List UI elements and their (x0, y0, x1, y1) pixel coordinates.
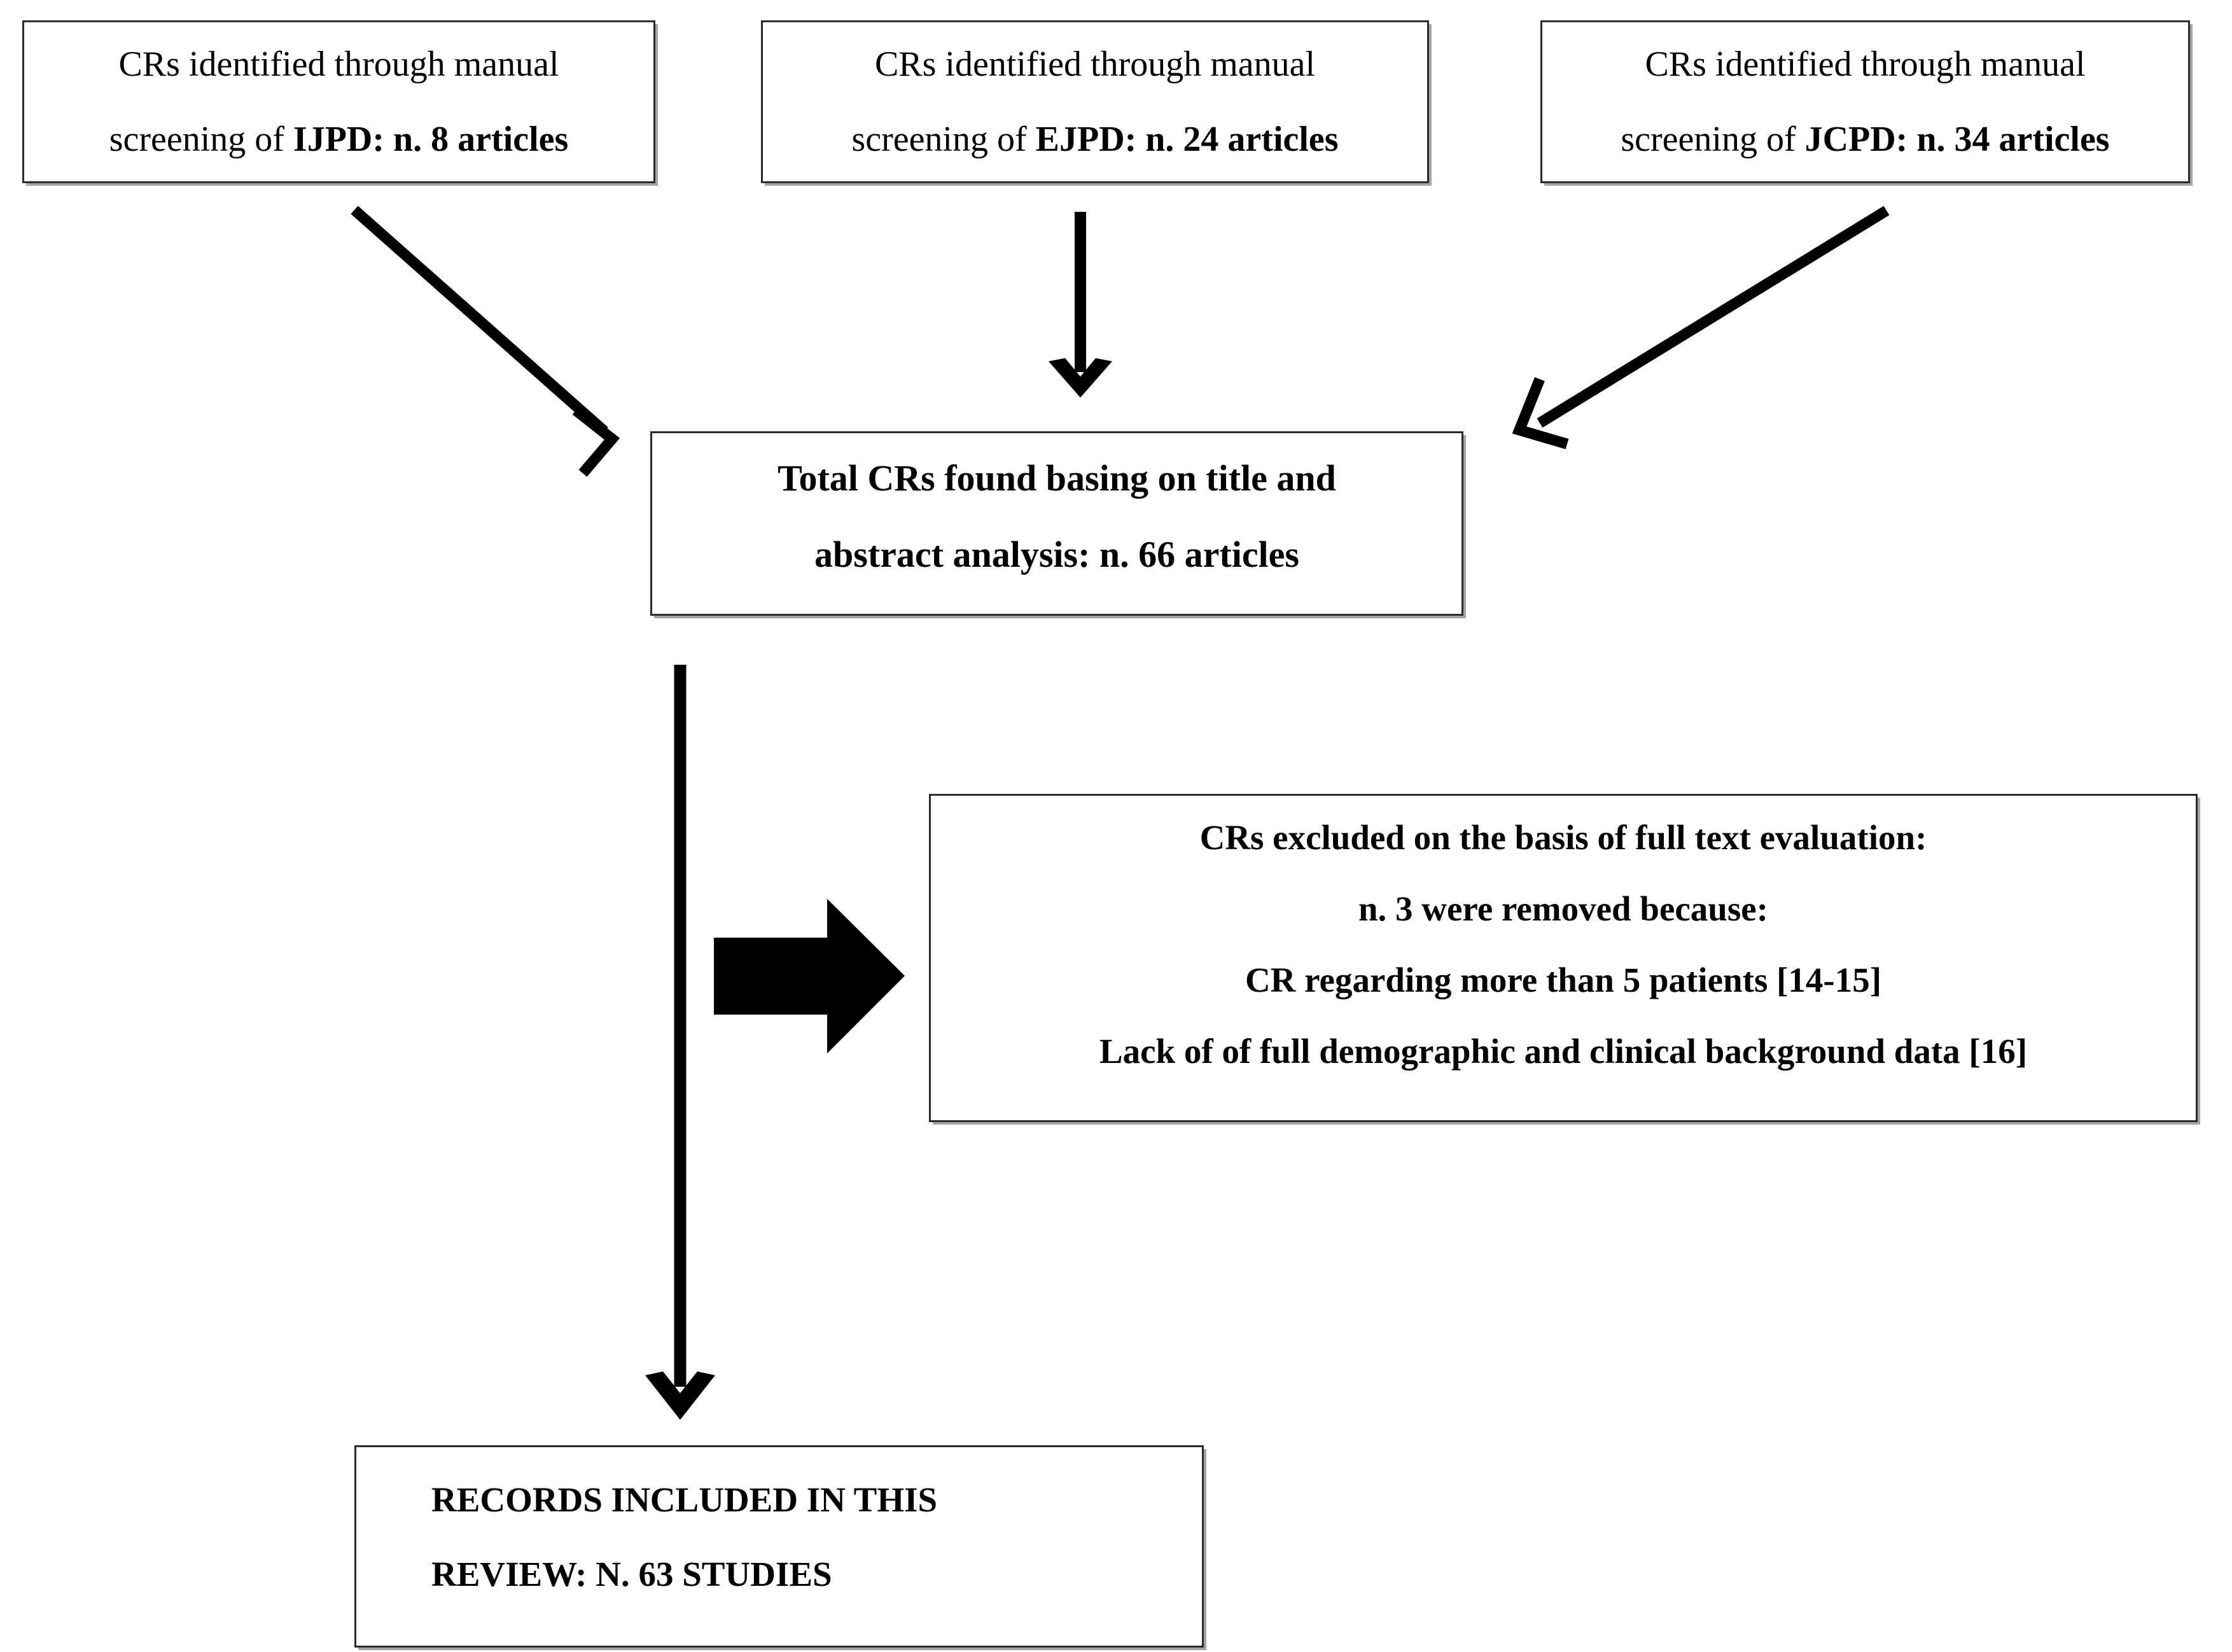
box-excluded-line-1: CRs excluded on the basis of full text e… (1199, 818, 1927, 857)
arrow-total-to-included (645, 665, 715, 1420)
box-included-records: RECORDS INCLUDED IN THIS REVIEW: N. 63 S… (354, 1445, 1204, 1648)
box-ijpd-line-2-prefix: screening of (109, 120, 293, 159)
box-jcpd-line-1: CRs identified through manual (1645, 45, 2086, 84)
box-excluded-line-4: Lack of of full demographic and clinical… (1099, 1032, 2028, 1071)
block-arrow-to-excluded (714, 899, 905, 1053)
arrow-jcpd-to-total (1512, 205, 1890, 450)
box-jcpd-source: CRs identified through manual screening … (1540, 20, 2190, 183)
box-excluded-records: CRs excluded on the basis of full text e… (929, 794, 2198, 1122)
box-included-line-2: REVIEW: N. 63 STUDIES (431, 1555, 832, 1593)
box-ijpd-source: CRs identified through manual screening … (22, 20, 655, 183)
box-jcpd-line-2-prefix: screening of (1621, 120, 1805, 159)
arrow-ijpd-to-total (351, 205, 620, 477)
box-total-found: Total CRs found basing on title and abst… (650, 431, 1463, 616)
box-ejpd-source: CRs identified through manual screening … (761, 20, 1429, 183)
box-included-line-1: RECORDS INCLUDED IN THIS (431, 1480, 938, 1519)
box-jcpd-line-2: screening of JCPD: n. 34 articles (1542, 121, 2188, 157)
box-total-line-1: Total CRs found basing on title and (778, 457, 1336, 499)
box-excluded-line-3: CR regarding more than 5 patients [14-15… (1245, 961, 1882, 999)
arrow-ejpd-to-total (1049, 212, 1112, 398)
box-ijpd-line-2-emphasis: IJPD: n. 8 articles (293, 120, 569, 159)
box-ejpd-line-1: CRs identified through manual (874, 45, 1316, 84)
box-total-line-2: abstract analysis: n. 66 articles (814, 534, 1299, 575)
box-jcpd-line-2-emphasis: JCPD: n. 34 articles (1804, 120, 2110, 159)
box-ejpd-line-2-emphasis: EJPD: n. 24 articles (1035, 120, 1339, 159)
box-ijpd-line-2: screening of IJPD: n. 8 articles (24, 121, 653, 157)
box-ejpd-line-2-prefix: screening of (851, 120, 1036, 159)
box-excluded-line-2: n. 3 were removed because: (1358, 889, 1769, 928)
box-ejpd-line-2: screening of EJPD: n. 24 articles (763, 121, 1427, 157)
box-ijpd-line-1: CRs identified through manual (118, 45, 559, 84)
